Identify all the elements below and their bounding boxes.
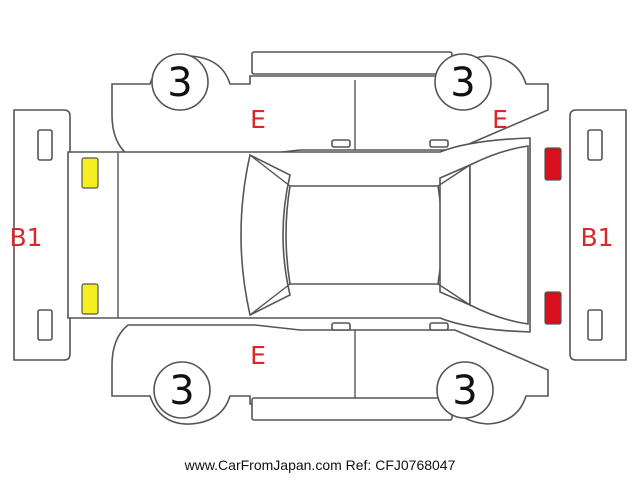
wheel-mark-front-left: 3 bbox=[167, 60, 192, 106]
front-light-bottom bbox=[81, 283, 99, 315]
wheel-rear-left bbox=[434, 53, 492, 111]
top-rear-handle bbox=[429, 139, 449, 148]
wheel-front-left bbox=[151, 53, 209, 111]
code-door-bottom-front: E bbox=[250, 341, 266, 370]
tailgate bbox=[469, 145, 529, 325]
code-door-top-front: E bbox=[250, 105, 266, 134]
c-pillar-top bbox=[437, 164, 471, 187]
front-bumper-slot-top bbox=[37, 129, 53, 161]
a-pillar-bottom bbox=[249, 283, 291, 316]
code-bumper-rear: B1 bbox=[580, 223, 613, 252]
roof bbox=[285, 185, 443, 285]
top-sill bbox=[251, 51, 453, 75]
wheel-mark-front-right: 3 bbox=[169, 368, 194, 414]
bottom-sill bbox=[251, 397, 453, 421]
code-bumper-front: B1 bbox=[9, 223, 42, 252]
wheel-mark-rear-left: 3 bbox=[450, 60, 475, 106]
rear-light-top bbox=[544, 147, 562, 181]
bottom-rear-handle bbox=[429, 322, 449, 331]
footer-reference: www.CarFromJapan.com Ref: CFJ0768047 bbox=[184, 457, 456, 473]
wheel-front-right bbox=[153, 361, 211, 419]
rear-bumper-slot-bottom bbox=[587, 309, 603, 341]
front-bumper-slot-bottom bbox=[37, 309, 53, 341]
rear-window bbox=[439, 163, 471, 307]
bottom-front-handle bbox=[331, 322, 351, 331]
wheel-rear-right bbox=[436, 361, 494, 419]
rear-light-bottom bbox=[544, 291, 562, 325]
front-light-top bbox=[81, 157, 99, 189]
rear-bumper-slot-top bbox=[587, 129, 603, 161]
rear-bumper bbox=[569, 109, 627, 361]
front-bumper bbox=[13, 109, 71, 361]
windshield bbox=[240, 153, 291, 317]
a-pillar-top bbox=[249, 154, 291, 187]
c-pillar-bottom bbox=[437, 283, 471, 306]
wheel-mark-rear-right: 3 bbox=[452, 368, 477, 414]
top-front-handle bbox=[331, 139, 351, 148]
code-door-top-rear: E bbox=[492, 105, 508, 134]
